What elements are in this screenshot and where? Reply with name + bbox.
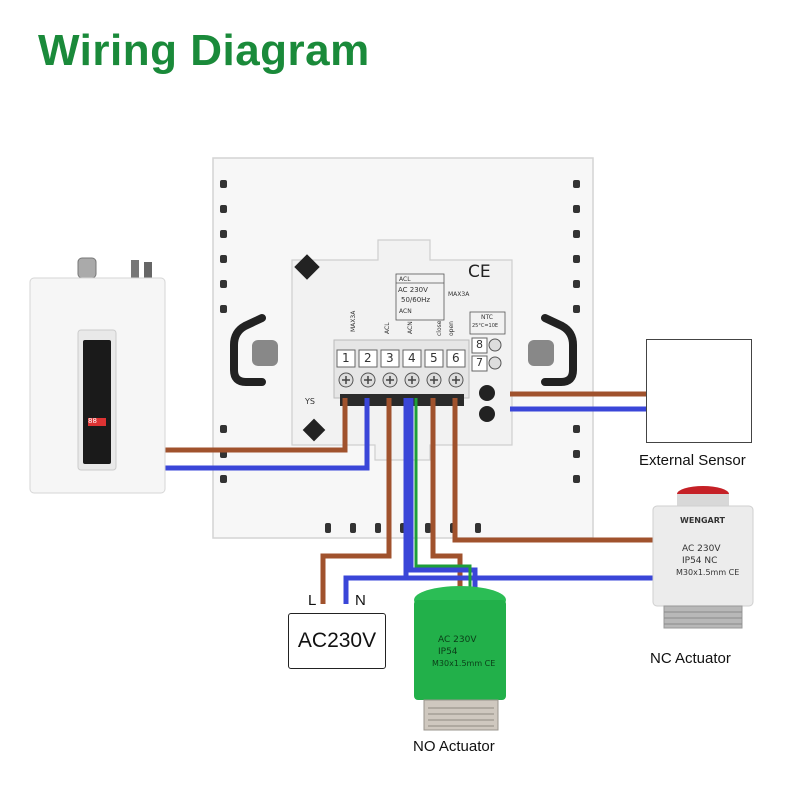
board-label-max3a: MAX3A	[448, 291, 470, 298]
no-actuator-caption: NO Actuator	[413, 738, 495, 755]
board-label-acl: ACL	[399, 276, 411, 283]
no-actuator-body	[414, 586, 506, 731]
terminal-screws	[336, 337, 502, 422]
board-label-acn: ACN	[399, 308, 412, 315]
board-label-ntc-spec: 25°C=10E	[472, 323, 499, 329]
live-wires	[165, 391, 656, 604]
external-sensor-frame	[646, 339, 752, 443]
nc-actuator-brand: WENGART	[680, 516, 725, 525]
board-label-ys: YS	[305, 397, 315, 406]
page-title: Wiring Diagram	[38, 26, 370, 75]
board-label-max3a-vertical: MAX3A	[350, 310, 357, 332]
board-label-close: close	[436, 320, 443, 336]
board-label-ntc: NTC	[481, 314, 493, 321]
terminal-number-5: 5	[430, 351, 438, 365]
no-actuator-line2: IP54	[438, 647, 458, 657]
ce-mark: CE	[468, 262, 491, 282]
nc-actuator-line3: M30x1.5mm CE	[676, 568, 740, 577]
boiler	[29, 257, 166, 494]
neutral-label: N	[355, 592, 366, 609]
terminal-block	[333, 339, 470, 399]
external-sensor-caption: External Sensor	[639, 452, 746, 469]
no-actuator-line3: M30x1.5mm CE	[432, 659, 496, 668]
terminal-number-3: 3	[386, 351, 394, 365]
nc-actuator-body	[652, 486, 754, 629]
mounting-slot-right	[541, 314, 577, 386]
earth-wire	[414, 398, 472, 600]
terminal-number-4: 4	[408, 351, 416, 365]
terminal-number-2: 2	[364, 351, 372, 365]
neutral-wires	[165, 398, 656, 604]
mounting-slot-left	[230, 314, 266, 386]
live-label: L	[308, 592, 317, 609]
power-source-box: AC230V	[288, 613, 386, 669]
vent-slots	[220, 180, 580, 533]
board-label-freq: 50/60Hz	[401, 296, 431, 304]
terminal-number-6: 6	[452, 351, 460, 365]
board-label-acl-vertical: ACL	[384, 322, 391, 334]
boiler-display: 88	[88, 417, 97, 425]
nc-actuator-caption: NC Actuator	[650, 650, 731, 667]
board-label-open: open	[448, 321, 455, 336]
board-label-ac230: AC 230V	[398, 286, 428, 294]
board-label-acn-vertical: ACN	[407, 321, 414, 334]
terminal-number-7: 7	[476, 356, 483, 369]
no-actuator-line1: AC 230V	[438, 635, 477, 645]
terminal-number-1: 1	[342, 351, 350, 365]
nc-actuator-line1: AC 230V	[682, 544, 721, 554]
nc-actuator-line2: IP54 NC	[682, 556, 718, 566]
terminal-number-8: 8	[476, 338, 483, 351]
